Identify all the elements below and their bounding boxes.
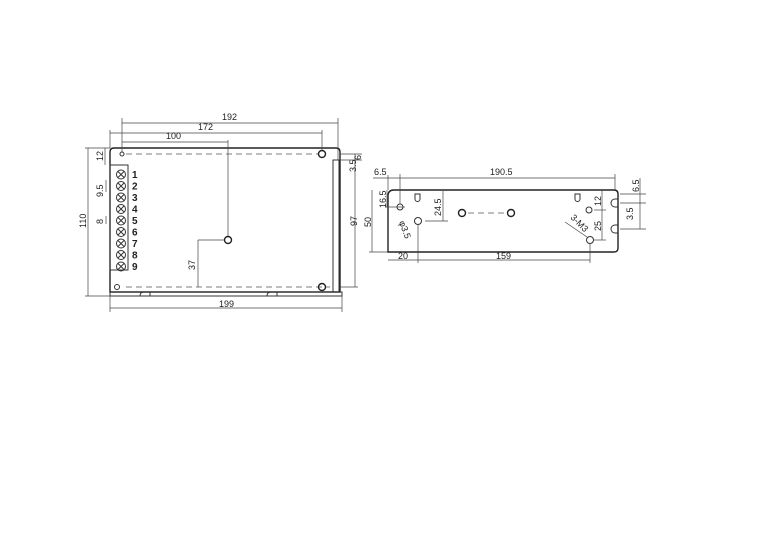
screw-cross [117, 217, 125, 224]
screw-cross [117, 194, 125, 201]
terminal-label: 1 [132, 170, 138, 181]
mount-hole [317, 149, 327, 159]
dim-110: 110 [78, 214, 88, 228]
terminal-screw [116, 250, 126, 260]
dim-20: 20 [398, 251, 408, 261]
dim-12-right: 12 [593, 196, 603, 206]
dim-172: 172 [198, 122, 213, 132]
center-hole [223, 235, 233, 245]
dim-25: 25 [593, 221, 603, 231]
screw-cross [117, 182, 125, 190]
terminal-label: 6 [132, 228, 138, 239]
side-flange [332, 159, 340, 293]
screw-cross [117, 263, 125, 270]
terminal-screw [116, 238, 126, 249]
dim-hole-dia: φ3.5 [397, 219, 413, 240]
dim-37: 37 [187, 260, 197, 270]
screw-cross [117, 205, 125, 213]
dim-199: 199 [219, 299, 234, 309]
terminal-screw [116, 215, 126, 226]
dim-50: 50 [363, 217, 373, 227]
dim-190-5: 190.5 [490, 167, 513, 177]
dim-100: 100 [166, 131, 181, 141]
terminal-labels: 1 2 3 4 5 6 7 8 9 [132, 170, 138, 273]
hole [414, 217, 422, 225]
mount-hole [317, 282, 327, 292]
hole [585, 206, 593, 214]
hole [457, 208, 467, 218]
mount-hole [114, 284, 120, 290]
slot [414, 193, 421, 202]
terminal-screw [116, 169, 126, 180]
terminal-label: 3 [132, 193, 138, 204]
slot [574, 193, 581, 202]
screw-cross [117, 251, 125, 259]
terminal-screw [116, 192, 126, 203]
dim-6-5-right: 6.5 [631, 179, 641, 192]
screw-cross [117, 240, 125, 247]
top-dimensions: 192 172 100 199 110 12 9.5 8 37 [78, 112, 363, 312]
terminal-label: 2 [132, 182, 138, 193]
slot [266, 291, 278, 297]
dim-159: 159 [496, 251, 511, 261]
bottom-flange [109, 291, 343, 297]
terminal-label: 8 [132, 251, 138, 262]
terminal-label: 7 [132, 239, 138, 250]
dim-3-5: 3.5 [348, 159, 358, 172]
notch [610, 224, 618, 234]
dim-16-5: 16.5 [378, 190, 388, 208]
terminal-label: 5 [132, 216, 138, 227]
terminal-label: 4 [132, 205, 138, 216]
thread-label: 3-M3 [569, 212, 591, 234]
side-view-outline [387, 189, 619, 253]
screw-cross [117, 171, 125, 178]
side-dimensions: 190.5 6.5 50 16.5 φ3.5 24.5 20 159 3-M3 … [363, 167, 646, 263]
terminal-screw [116, 261, 126, 272]
top-view-outline [109, 147, 341, 293]
terminal-screw [116, 181, 126, 191]
terminal-block [109, 164, 129, 272]
top-view: 1 2 3 4 5 6 7 8 9 192 172 100 199 [78, 112, 363, 312]
dim-6: 6 [353, 155, 363, 160]
dim-3-5-right: 3.5 [625, 207, 635, 220]
terminal-screw [116, 204, 126, 214]
dim-9-5: 9.5 [95, 184, 105, 197]
notch [610, 198, 618, 208]
dim-12: 12 [95, 151, 105, 161]
dim-192: 192 [222, 112, 237, 122]
screw-cross [117, 228, 125, 236]
hole [506, 208, 516, 218]
dim-24-5: 24.5 [433, 198, 443, 216]
terminal-screw [116, 227, 126, 237]
dim-97: 97 [349, 216, 359, 226]
dim-8: 8 [95, 219, 105, 224]
side-view: 190.5 6.5 50 16.5 φ3.5 24.5 20 159 3-M3 … [363, 167, 646, 263]
hole [586, 236, 594, 244]
terminal-label: 9 [132, 262, 138, 273]
dim-6-5-left: 6.5 [374, 167, 387, 177]
mount-hole [119, 151, 125, 157]
slot [139, 291, 151, 297]
